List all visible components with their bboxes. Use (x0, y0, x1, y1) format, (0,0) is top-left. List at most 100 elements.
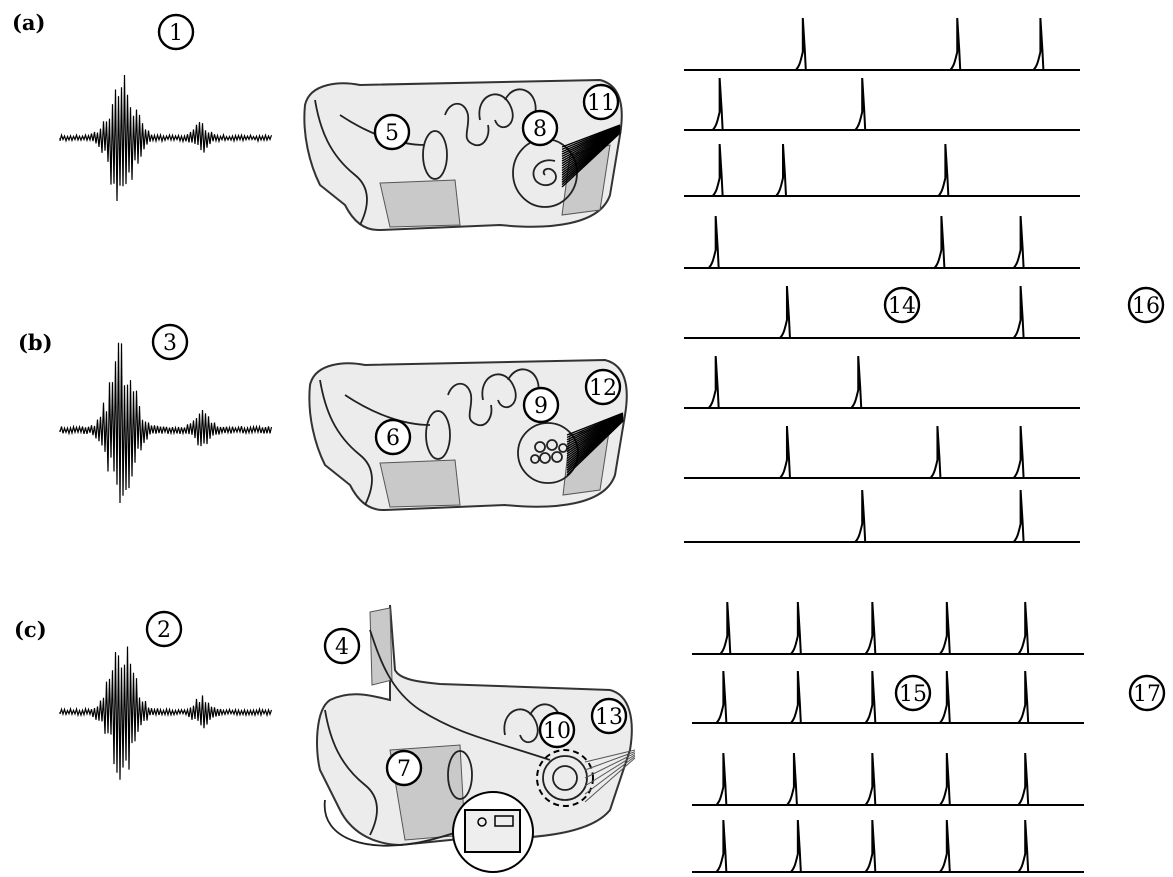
svg-text:6: 6 (386, 426, 400, 451)
spike (930, 426, 940, 478)
svg-text:2: 2 (157, 618, 171, 643)
spike (865, 671, 875, 723)
spike-trains-upper-group (684, 18, 1080, 542)
panel-b-ear-marker-9: 9 (524, 388, 558, 422)
panel-a-waveform (60, 75, 272, 201)
spike (865, 602, 875, 654)
spike (940, 820, 950, 872)
spike (934, 216, 944, 268)
panel-b-ear-marker-12: 12 (586, 370, 620, 404)
spike-train-row (692, 671, 1084, 723)
speech-processor-device (453, 792, 533, 872)
spike (940, 753, 950, 805)
panel-a-waveform-marker: 1 (159, 15, 193, 49)
panel-b-ear-diagram (309, 360, 626, 510)
spike (791, 602, 801, 654)
spike (1018, 820, 1028, 872)
spike (791, 820, 801, 872)
svg-text:12: 12 (589, 376, 617, 401)
panel-c-waveform (60, 647, 272, 780)
spike-marker-16: 16 (1129, 288, 1163, 322)
panel-c-waveform-marker: 2 (147, 612, 181, 646)
spike (1018, 602, 1028, 654)
spike-train-row (684, 78, 1080, 130)
panel-a-ear-marker-8: 8 (523, 111, 557, 145)
spike (776, 144, 786, 196)
spike-marker-14: 14 (885, 288, 919, 322)
svg-text:13: 13 (595, 705, 623, 730)
spike (1014, 426, 1024, 478)
spike (716, 753, 726, 805)
spike-train-row (684, 490, 1080, 542)
spike-marker-15: 15 (896, 676, 930, 710)
panel-b-ear-marker-6: 6 (376, 420, 410, 454)
spike (865, 753, 875, 805)
marker-number: 1 (169, 21, 183, 46)
panel-b: (b) 3 (18, 325, 627, 510)
svg-text:9: 9 (534, 394, 548, 419)
panel-c-waveform-trace (60, 647, 272, 780)
spike-train-row (684, 286, 1080, 338)
svg-text:4: 4 (335, 635, 349, 660)
spike (1018, 753, 1028, 805)
spike (1014, 216, 1024, 268)
panel-a-ear-marker-11: 11 (584, 85, 618, 119)
spike (716, 820, 726, 872)
spike-train-row (684, 216, 1080, 268)
spike-train-row (684, 144, 1080, 196)
panel-a-ear-diagram (304, 80, 621, 230)
panel-c-ear-marker-10: 10 (540, 713, 574, 747)
spike (938, 144, 948, 196)
panel-b-label: (b) (18, 330, 53, 355)
spike-marker-17: 17 (1130, 676, 1164, 710)
spike (713, 78, 723, 130)
panel-a-ear-marker-5: 5 (375, 115, 409, 149)
spike-train-row (684, 18, 1080, 70)
ear-canal-shade (380, 180, 460, 227)
spike-train-row (684, 356, 1080, 408)
spike (940, 602, 950, 654)
svg-text:14: 14 (888, 294, 916, 319)
panel-c-ear-marker-7: 7 (387, 751, 421, 785)
panel-c-label: (c) (14, 617, 47, 642)
spike-trains-lower-group (692, 602, 1084, 872)
svg-text:7: 7 (397, 757, 411, 782)
spike-train-row (692, 753, 1084, 805)
spike (791, 671, 801, 723)
spike (780, 286, 790, 338)
panel-a-label: (a) (12, 10, 45, 35)
panel-a-waveform-trace (60, 75, 272, 201)
svg-text:8: 8 (533, 117, 547, 142)
spike (709, 356, 719, 408)
svg-text:10: 10 (543, 719, 571, 744)
spike-train-row (692, 602, 1084, 654)
panel-c: (c) 2 (14, 605, 635, 872)
panel-b-waveform (60, 343, 272, 503)
spike (940, 671, 950, 723)
spike (709, 216, 719, 268)
spike (780, 426, 790, 478)
spike (855, 78, 865, 130)
spike-train-row (692, 820, 1084, 872)
spike (716, 671, 726, 723)
panel-c-ear-marker-13: 13 (592, 699, 626, 733)
spike (713, 144, 723, 196)
spike (1033, 18, 1043, 70)
spike (796, 18, 806, 70)
spike (1014, 286, 1024, 338)
panel-c-ear-diagram (317, 605, 635, 872)
svg-text:11: 11 (587, 91, 615, 116)
svg-text:5: 5 (385, 121, 399, 146)
spike (950, 18, 960, 70)
spike-train-row (684, 426, 1080, 478)
svg-text:17: 17 (1133, 682, 1161, 707)
panel-b-waveform-marker: 3 (153, 325, 187, 359)
spike (720, 602, 730, 654)
svg-text:15: 15 (899, 682, 927, 707)
spike (787, 753, 797, 805)
spike (1014, 490, 1024, 542)
svg-text:3: 3 (163, 331, 177, 356)
panel-b-waveform-trace (60, 343, 272, 503)
spike (851, 356, 861, 408)
